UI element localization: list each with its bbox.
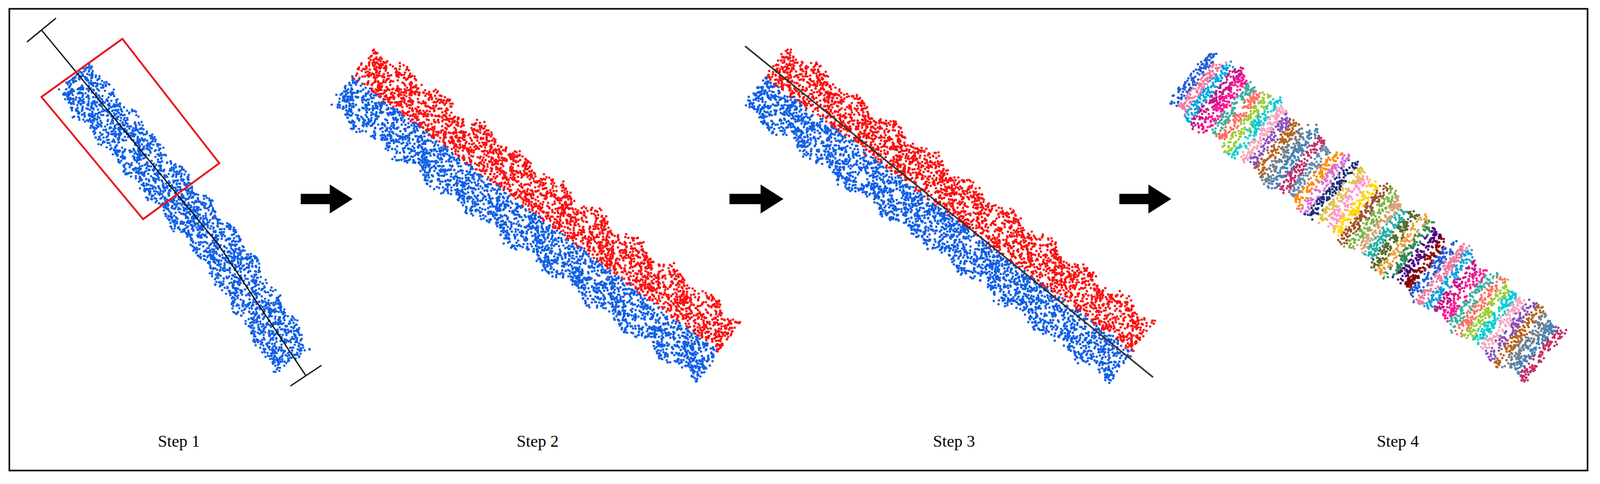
figure-stage: Step 1Step 2Step 3Step 4 <box>0 0 1600 484</box>
